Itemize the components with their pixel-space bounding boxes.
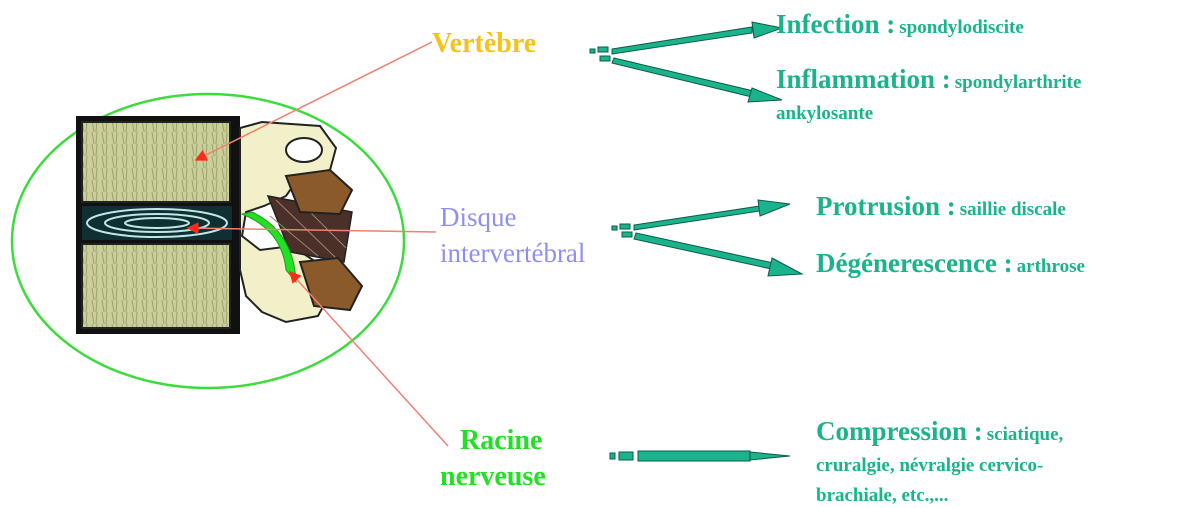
label-racine-line2: nerveuse (440, 461, 546, 492)
arrows-vertebre (589, 21, 784, 103)
infection-detail: spondylodiscite (899, 17, 1024, 38)
label-disque-line2: intervertébral (440, 238, 586, 268)
upper-vertebral-body (81, 121, 231, 203)
degenerescence-detail: arthrose (1016, 256, 1085, 277)
compression-detail-line2: cruralgie, névralgie cervico- (816, 455, 1044, 476)
label-racine-line1: Racine (460, 425, 543, 456)
upper-facet (284, 168, 354, 216)
intervertebral-disc (82, 206, 232, 240)
inflammation-detail-line2: ankylosante (776, 103, 874, 124)
protrusion-term: Protrusion : (816, 191, 956, 221)
lower-vertebral-body (81, 243, 231, 329)
outcome-protrusion: Protrusion : saillie discale (816, 193, 1066, 220)
label-vertebre: Vertèbre (432, 28, 537, 59)
infection-term: Infection : (776, 9, 896, 39)
degenerescence-term: Dégénerescence : (816, 248, 1013, 278)
arrows-disque (611, 199, 804, 277)
protrusion-detail: saillie discale (959, 199, 1066, 220)
label-disque-line1: Disque (440, 202, 517, 232)
arrow-racine (609, 450, 791, 462)
lower-facet (298, 256, 364, 312)
pointer-vertebre (194, 41, 433, 161)
inflammation-detail-line1: spondylarthrite (954, 72, 1082, 93)
outcome-degenerescence: Dégénerescence : arthrose (816, 250, 1085, 277)
pointer-disque (186, 222, 437, 235)
outcome-inflammation: Inflammation : spondylarthrite (776, 66, 1081, 93)
compression-detail-line1: sciatique, (986, 424, 1064, 445)
compression-term: Compression : (816, 416, 983, 446)
inflammation-term: Inflammation : (776, 64, 951, 94)
anatomy-circle (10, 92, 406, 390)
outcome-compression: Compression : sciatique, (816, 418, 1063, 445)
outcome-infection: Infection : spondylodiscite (776, 11, 1024, 38)
pointer-racine (288, 270, 449, 447)
spinal-segment-illustration (76, 116, 364, 334)
compression-detail-line3: brachiale, etc.,... (816, 485, 949, 506)
